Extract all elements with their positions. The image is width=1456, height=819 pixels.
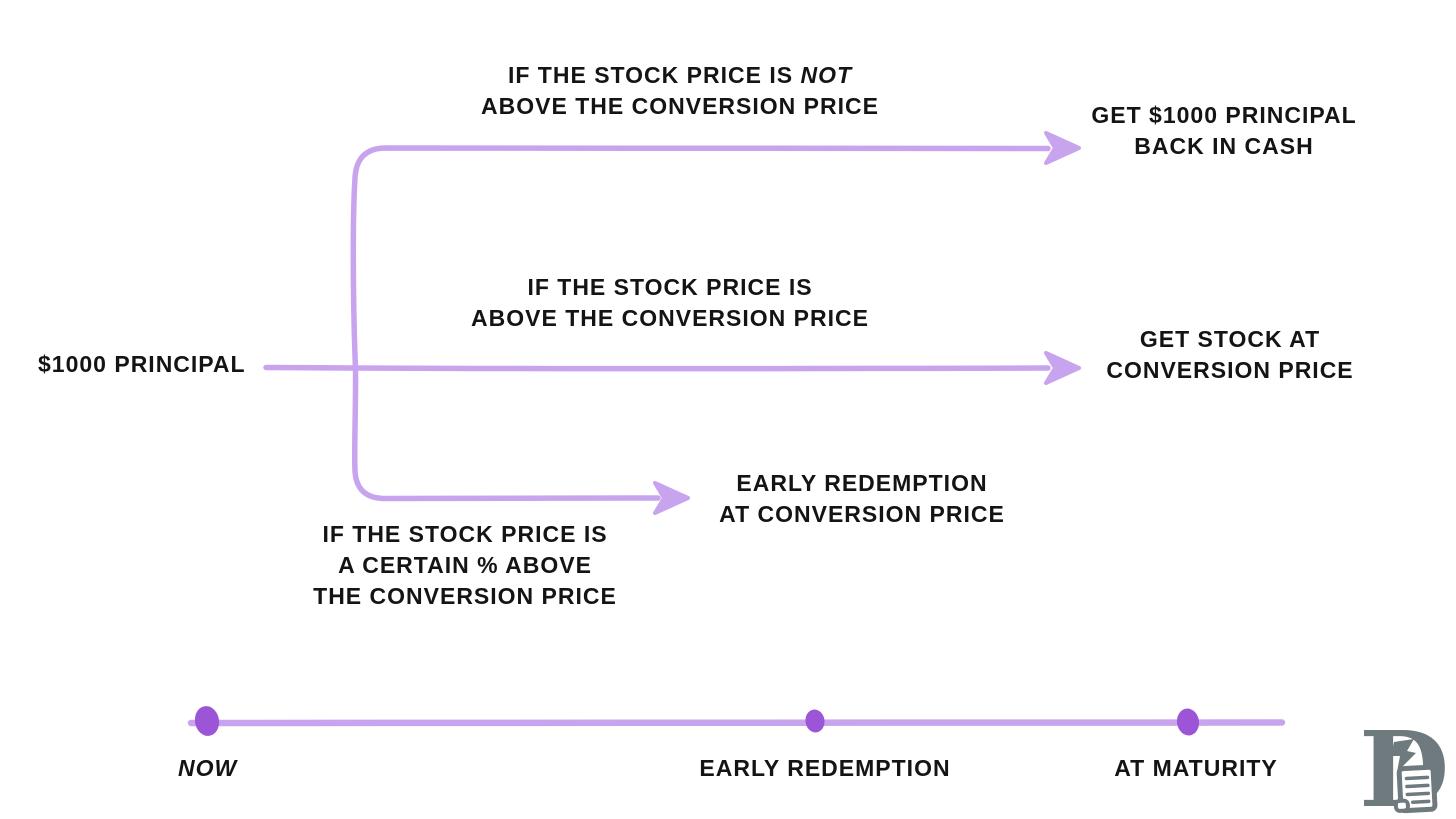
timeline-label-at-maturity: AT MATURITY xyxy=(1114,755,1278,781)
condition-top-line1: IF THE STOCK PRICE IS NOT xyxy=(507,62,853,88)
condition-early-line2: A CERTAIN % ABOVE xyxy=(338,552,592,578)
outcome-top-line1: GET $1000 PRINCIPAL xyxy=(1091,102,1357,128)
outcome-early-line2: AT CONVERSION PRICE xyxy=(719,501,1005,527)
timeline-label-early-redemption: EARLY REDEMPTION xyxy=(699,755,951,781)
outcome-top-line2: BACK IN CASH xyxy=(1134,133,1314,159)
outcome-top-cash: GET $1000 PRINCIPAL BACK IN CASH xyxy=(1068,100,1380,162)
root-label-principal: $1000 PRINCIPAL xyxy=(38,351,246,377)
condition-top-not-above: IF THE STOCK PRICE IS NOT ABOVE THE CONV… xyxy=(420,60,940,122)
condition-early-certain-percent: IF THE STOCK PRICE IS A CERTAIN % ABOVE … xyxy=(285,519,645,612)
arrowhead-middle xyxy=(1044,351,1081,385)
timeline-dot-maturity xyxy=(1176,708,1200,736)
condition-early-line1: IF THE STOCK PRICE IS xyxy=(322,521,608,547)
timeline-label-now: NOW xyxy=(178,755,238,781)
outcome-early-line1: EARLY REDEMPTION xyxy=(736,470,988,496)
timeline-line xyxy=(187,718,1286,727)
condition-early-line3: THE CONVERSION PRICE xyxy=(313,583,617,609)
arrowhead-top xyxy=(1044,131,1081,165)
logo-quill-flag xyxy=(1391,739,1416,772)
condition-middle-line1: IF THE STOCK PRICE IS xyxy=(527,274,813,300)
condition-middle-above: IF THE STOCK PRICE IS ABOVE THE CONVERSI… xyxy=(410,272,930,334)
branch-line-middle xyxy=(263,364,1051,372)
timeline-dot-now xyxy=(194,706,220,736)
arrowhead-bottom xyxy=(653,481,690,515)
outcome-early-redemption: EARLY REDEMPTION AT CONVERSION PRICE xyxy=(692,468,1032,530)
branch-line-top xyxy=(350,145,1051,372)
outcome-middle-line2: CONVERSION PRICE xyxy=(1106,357,1354,383)
branch-line-bottom xyxy=(351,366,661,502)
logo-scroll xyxy=(1393,764,1438,814)
condition-top-emphasis-not: NOT xyxy=(800,62,853,88)
condition-middle-line2: ABOVE THE CONVERSION PRICE xyxy=(471,305,869,331)
outcome-middle-stock: GET STOCK AT CONVERSION PRICE xyxy=(1080,324,1380,386)
timeline-dot-early-redemption xyxy=(805,709,825,733)
condition-top-line2: ABOVE THE CONVERSION PRICE xyxy=(481,93,879,119)
outcome-middle-line1: GET STOCK AT xyxy=(1139,326,1321,352)
publisher-logo-d-scroll-icon: D xyxy=(1364,726,1449,816)
